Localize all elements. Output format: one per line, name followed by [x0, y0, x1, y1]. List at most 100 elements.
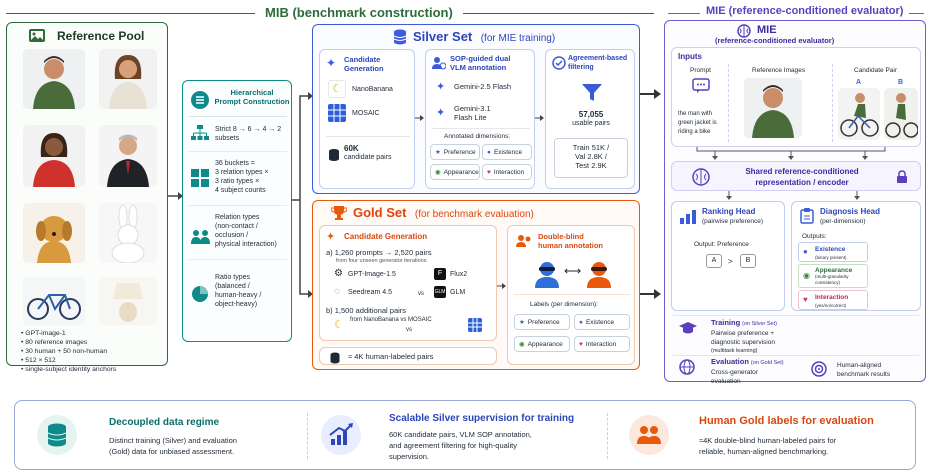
- gold-set-title: Gold Set (for benchmark evaluation): [353, 205, 534, 220]
- dim-preference: ★Preference: [430, 144, 480, 160]
- person-icon: ●: [803, 247, 808, 256]
- arrow-silver-2: [535, 115, 544, 121]
- candidate-image-b: [884, 88, 918, 140]
- funnel-icon: [582, 82, 602, 107]
- reference-image-woman: [99, 49, 157, 109]
- palette-icon: ◉: [435, 169, 441, 176]
- clipboard-icon: [800, 208, 814, 229]
- seedream-icon: ◌: [334, 286, 340, 297]
- people-icon: [191, 229, 211, 250]
- label-interaction: ♥Interaction: [574, 336, 630, 352]
- list-icon: [191, 91, 209, 109]
- ranking-head-box: Ranking Head (pairwise preference) Outpu…: [671, 201, 785, 311]
- hierarchical-prompt-panel: Hierarchical Prompt Construction Strict …: [182, 80, 292, 342]
- model-mosaic: MOSAIC: [352, 110, 380, 117]
- star-icon: ★: [519, 319, 525, 326]
- image-icon: [29, 29, 45, 42]
- palette-icon: ◉: [519, 341, 525, 348]
- reference-image-older-man: [99, 125, 157, 187]
- diag-appearance: ◉ Appearance (multi-granularity consiste…: [798, 264, 868, 288]
- relation-item-text: Relation types (non-contact / occlusion …: [215, 214, 277, 248]
- label-existence: ●Existence: [574, 314, 630, 330]
- diagnosis-head-box: Diagnosis Head (per-dimension) Outputs: …: [791, 201, 921, 311]
- inputs-to-encoder-arrows: [696, 147, 886, 160]
- mie-header: MIE (reference-conditioned evaluator): [700, 5, 910, 17]
- heart-icon: ♥: [487, 168, 491, 176]
- reference-image-rabbit: [99, 203, 157, 263]
- trophy-icon: [330, 205, 348, 226]
- bullet-item: 512 × 512: [25, 357, 56, 364]
- model-gemini-25: Gemini-2.5 Flash: [454, 82, 512, 91]
- banana-icon: ☾: [334, 319, 344, 331]
- check-circle-icon: [552, 56, 566, 75]
- blind-annotator-right: [586, 260, 612, 293]
- openai-icon: ⚙: [334, 268, 343, 279]
- split-box: Train 51K / Val 2.8K / Test 2.9K: [554, 138, 628, 178]
- gold-annotation-box: Double-blind human annotation ⟷ Labels (…: [507, 225, 635, 365]
- model-gemini-31: Gemini-3.1: [454, 104, 491, 113]
- arrow-gold-to-mie: [640, 289, 661, 299]
- summary-bar: Decoupled data regime Distinct training …: [14, 400, 916, 470]
- bullet-item: 80 reference images: [25, 339, 88, 346]
- mib-header: MIB (benchmark construction): [255, 5, 463, 20]
- arrow-prompt-to-sets: [292, 92, 313, 298]
- magic-wand-icon: ✦: [326, 56, 337, 70]
- training-block: Training (on Silver Set) Pairwise prefer…: [711, 318, 777, 354]
- mie-panel: MIE (reference-conditioned evaluator) In…: [664, 20, 926, 385]
- evaluation-block: Evaluation (on Gold Set) Cross-generator…: [711, 357, 784, 385]
- banana-icon: ☾: [328, 80, 346, 98]
- people-icon: [629, 415, 669, 455]
- flux-icon: F: [434, 268, 446, 280]
- dim-appearance: ◉Appearance: [430, 164, 480, 180]
- gold-a-line: a) 1,260 prompts → 2,520 pairs: [326, 248, 432, 257]
- globe-icon: [679, 359, 695, 380]
- dim-existence: ●Existence: [482, 144, 532, 160]
- silver-candidate-box: ✦ Candidate Generation ☾ NanoBanana MOSA…: [319, 49, 415, 189]
- reference-pool-panel: Reference Pool • GPT-image-1 • 80 refere…: [6, 22, 168, 373]
- lock-icon: [896, 170, 908, 189]
- annotator-icon: [516, 234, 532, 253]
- brain-icon: [737, 24, 751, 43]
- database-icon: [37, 415, 77, 455]
- human-labeled-box: ≈ 4K human-labeled pairs: [319, 347, 497, 365]
- pref-a-chip: A: [706, 254, 722, 268]
- star-icon: ★: [435, 149, 441, 156]
- gold-candidate-box: ✦ Candidate Generation a) 1,260 prompts …: [319, 225, 497, 341]
- summary-title-2: Scalable Silver supervision for training: [389, 413, 575, 424]
- buckets-item-text: 36 buckets = 3 relation types × 3 ratio …: [215, 160, 269, 194]
- reference-image-dog: [23, 203, 85, 263]
- encoder-to-heads-arrows: [726, 191, 860, 200]
- gold-a-sub: from four unseen generator iterations: [336, 258, 427, 264]
- gold-set-panel: Gold Set (for benchmark evaluation) ✦ Ca…: [312, 200, 640, 370]
- palette-icon: ◉: [803, 271, 810, 280]
- hierarchical-title: Hierarchical Prompt Construction: [214, 88, 290, 106]
- hierarchy-item-text: Strict 8 → 6 → 4 → 2 subsets: [215, 126, 282, 142]
- database-icon: [330, 351, 340, 369]
- swap-arrow-icon: ⟷: [564, 264, 582, 278]
- database-icon: [393, 29, 407, 50]
- model-nanobanana: NanoBanana: [352, 86, 393, 93]
- glm-icon: GLM: [434, 286, 446, 298]
- diag-existence: ● Existence (binary present): [798, 242, 868, 262]
- person-icon: ●: [579, 318, 583, 326]
- annotator-icon: [432, 56, 447, 75]
- mosaic-icon: [328, 104, 346, 127]
- silver-sop-box: SOP-guided dual VLM annotation ✦ Gemini-…: [425, 49, 535, 189]
- summary-text-1: Distinct training (Silver) and evaluatio…: [109, 436, 237, 456]
- target-icon: [811, 361, 827, 382]
- reference-pool-bullets: • GPT-image-1 • 80 reference images • 30…: [21, 330, 117, 373]
- heart-icon: ♥: [579, 340, 583, 348]
- bullet-item: 30 human + 50 non-human: [25, 348, 108, 355]
- summary-text-2: 60K candidate pairs, VLM SOP annotation,…: [389, 430, 532, 461]
- pref-b-chip: B: [740, 254, 756, 268]
- diag-interaction: ♥ Interaction (yes/no/correct): [798, 290, 868, 310]
- reference-image-woman-red: [23, 125, 85, 187]
- evaluation-results: Human-aligned benchmark results: [837, 362, 891, 378]
- summary-text-3: ≈4K double-blind human-labeled pairs for…: [699, 436, 837, 456]
- grid-icon: [191, 169, 209, 192]
- magic-wand-icon: ✦: [326, 231, 336, 243]
- label-preference: ★Preference: [514, 314, 570, 330]
- silver-set-panel: Silver Set (for MIE training) ✦ Candidat…: [312, 24, 640, 194]
- summary-title-1: Decoupled data regime: [109, 417, 220, 428]
- brain-icon: [692, 168, 710, 191]
